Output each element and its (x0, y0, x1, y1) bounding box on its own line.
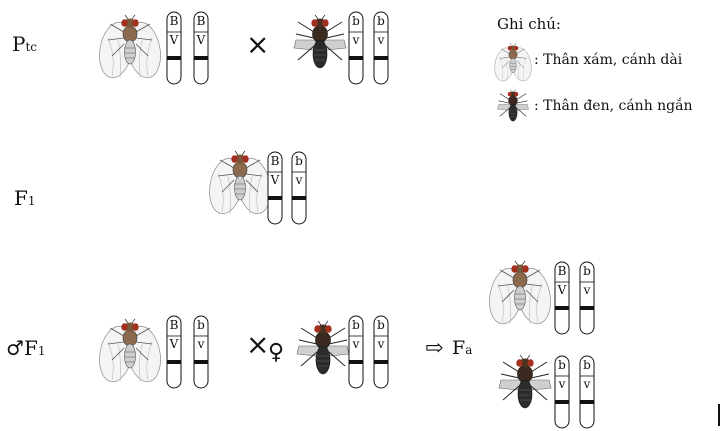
allele-v: v (583, 377, 591, 391)
label-f1: F1 (14, 186, 36, 210)
allele-v: v (352, 33, 360, 47)
allele-b: b (558, 358, 566, 372)
allele-b: B (169, 14, 179, 28)
label-f1-sub: 1 (27, 194, 36, 208)
allele-b: B (169, 318, 179, 332)
fly-grey-f1 (204, 150, 276, 217)
allele-v: V (196, 33, 206, 47)
fly-grey-male-f1 (94, 318, 166, 385)
label-f1-main: F (14, 186, 28, 210)
allele-v: v (377, 337, 385, 351)
allele-b: B (557, 264, 567, 278)
allele-b: b (352, 318, 360, 332)
allele-v: v (295, 173, 303, 187)
allele-b: B (270, 154, 280, 168)
allele-v: V (270, 173, 280, 187)
allele-b: b (583, 358, 591, 372)
allele-b: b (295, 154, 303, 168)
fly-grey-parent (94, 14, 166, 81)
allele-v: v (352, 337, 360, 351)
label-ptc: Ptc (12, 32, 37, 56)
allele-v: v (197, 337, 205, 351)
allele-b: B (196, 14, 206, 28)
label-fa: Fa (452, 337, 472, 359)
legend-title: Ghi chú: (497, 15, 561, 33)
label-male-f1-sub: 1 (37, 344, 46, 358)
allele-b: b (197, 318, 205, 332)
female-symbol: ♀ (268, 340, 285, 365)
allele-v: v (583, 283, 591, 297)
allele-b: b (352, 14, 360, 28)
allele-v: V (557, 283, 567, 297)
allele-v: V (169, 33, 179, 47)
fly-grey-offspring (484, 260, 556, 327)
allele-b: b (583, 264, 591, 278)
allele-v: V (169, 337, 179, 351)
label-fa-main: F (452, 337, 466, 359)
allele-v: v (377, 33, 385, 47)
legend-black-short: : Thân đen, cánh ngắn (534, 98, 693, 114)
edge-mark (718, 404, 720, 426)
label-ptc-sub: tc (25, 40, 38, 54)
label-ptc-main: P (12, 32, 26, 56)
allele-b: b (377, 318, 385, 332)
legend-fly-black (497, 89, 529, 122)
fly-black-parent (293, 14, 347, 69)
label-male-f1-main: F (23, 336, 38, 360)
legend-fly-grey (491, 43, 535, 83)
label-male-f1: ♂F1 (6, 336, 45, 360)
fly-black-offspring (498, 354, 552, 409)
arrow-icon: ⇨ (425, 336, 444, 361)
cross-symbol-f1: × (246, 328, 270, 361)
label-fa-sub: a (465, 343, 473, 357)
male-symbol: ♂ (6, 336, 24, 360)
allele-b: b (377, 14, 385, 28)
allele-v: v (558, 377, 566, 391)
cross-symbol-ptc: × (246, 28, 270, 61)
fly-black-female (296, 320, 350, 375)
legend-grey-long: : Thân xám, cánh dài (534, 52, 683, 68)
